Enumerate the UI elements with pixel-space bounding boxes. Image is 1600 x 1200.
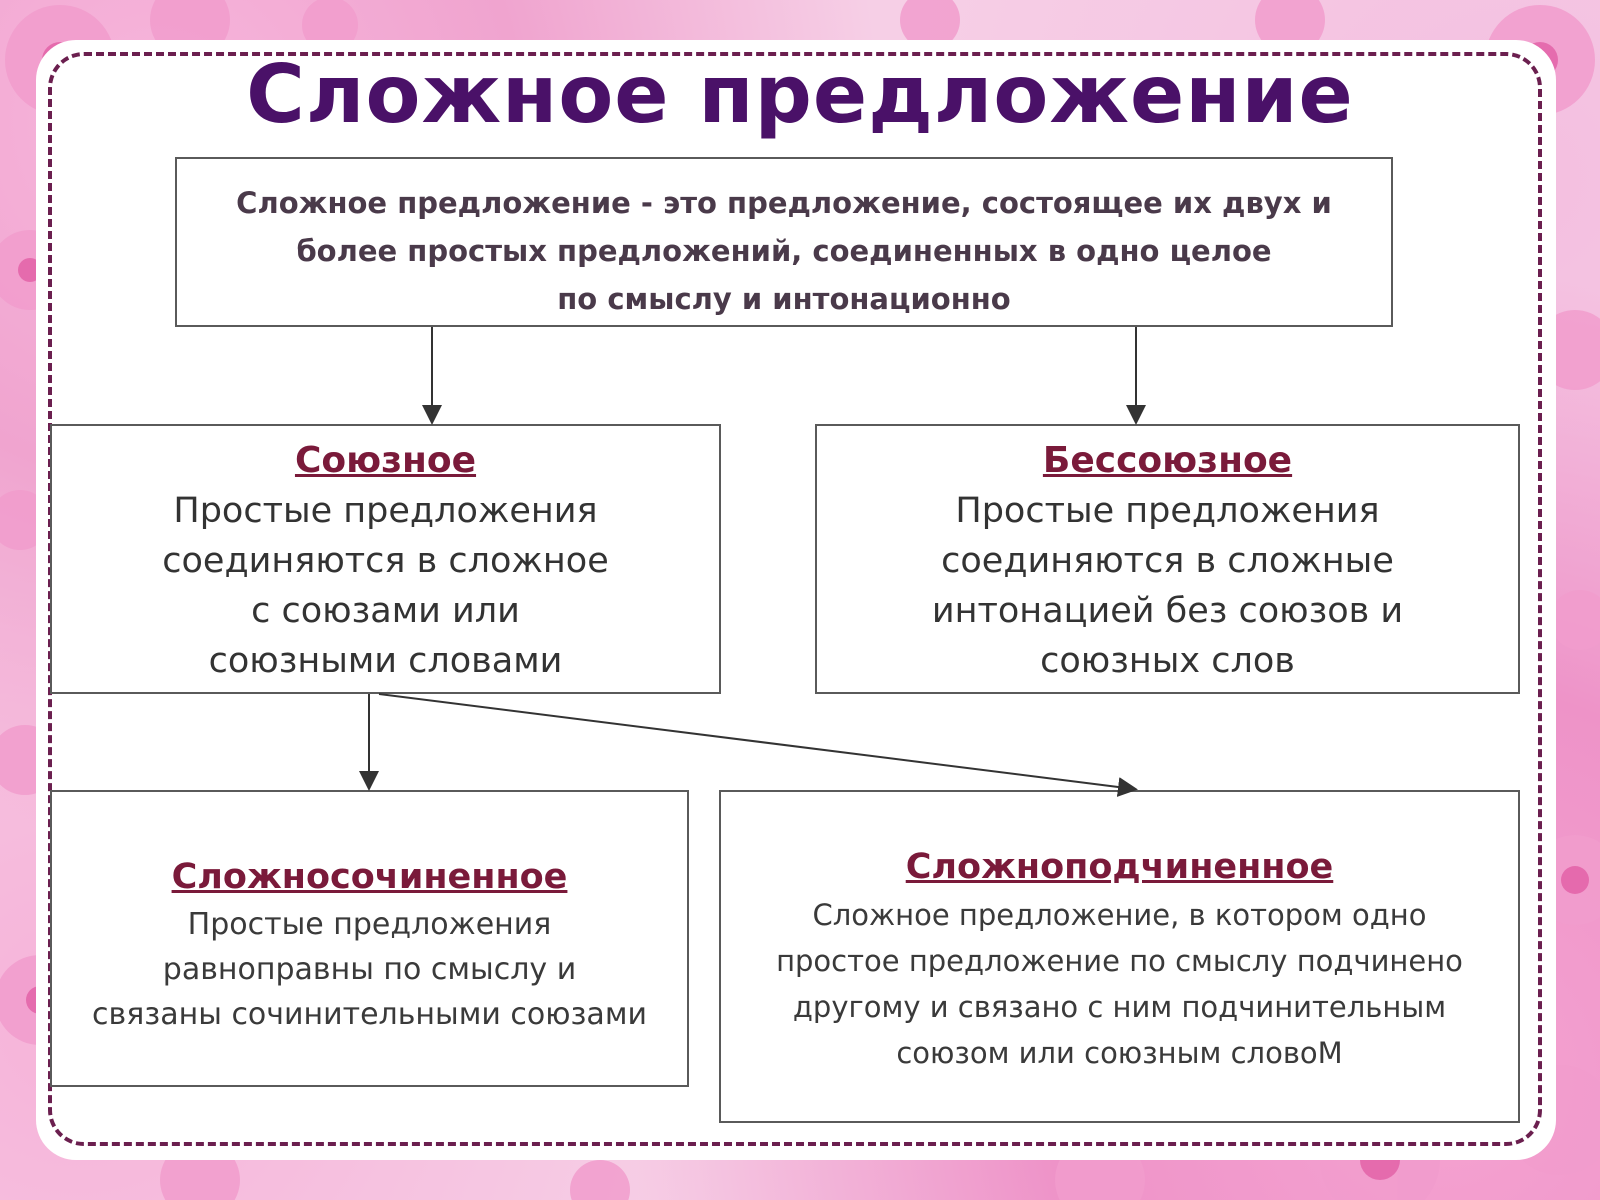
complex-heading: Сложноподчиненное xyxy=(905,847,1334,887)
nonconjunctive-box: Бессоюзное Простые предложения соединяют… xyxy=(815,424,1520,694)
complex-text: Сложное предложение, в котором одно прос… xyxy=(776,898,1463,1070)
conjunctive-text: Простые предложения соединяются в сложно… xyxy=(162,491,609,681)
complex-box: Сложноподчиненное Сложное предложение, в… xyxy=(719,790,1520,1123)
page-title: Сложное предложение xyxy=(246,48,1354,141)
nonconjunctive-text: Простые предложения соединяются в сложны… xyxy=(931,491,1404,681)
compound-box: Сложносочиненное Простые предложения рав… xyxy=(50,790,689,1087)
definition-box: Сложное предложение - это предложение, с… xyxy=(175,157,1393,327)
arrow-to-complex xyxy=(378,693,1138,797)
compound-heading: Сложносочиненное xyxy=(171,857,568,897)
conjunctive-box: Союзное Простые предложения соединяются … xyxy=(50,424,721,694)
nonconjunctive-heading: Бессоюзное xyxy=(1042,440,1293,481)
definition-text: Сложное предложение - это предложение, с… xyxy=(236,186,1332,316)
conjunctive-heading: Союзное xyxy=(294,440,477,481)
compound-text: Простые предложения равноправны по смысл… xyxy=(92,907,647,1032)
